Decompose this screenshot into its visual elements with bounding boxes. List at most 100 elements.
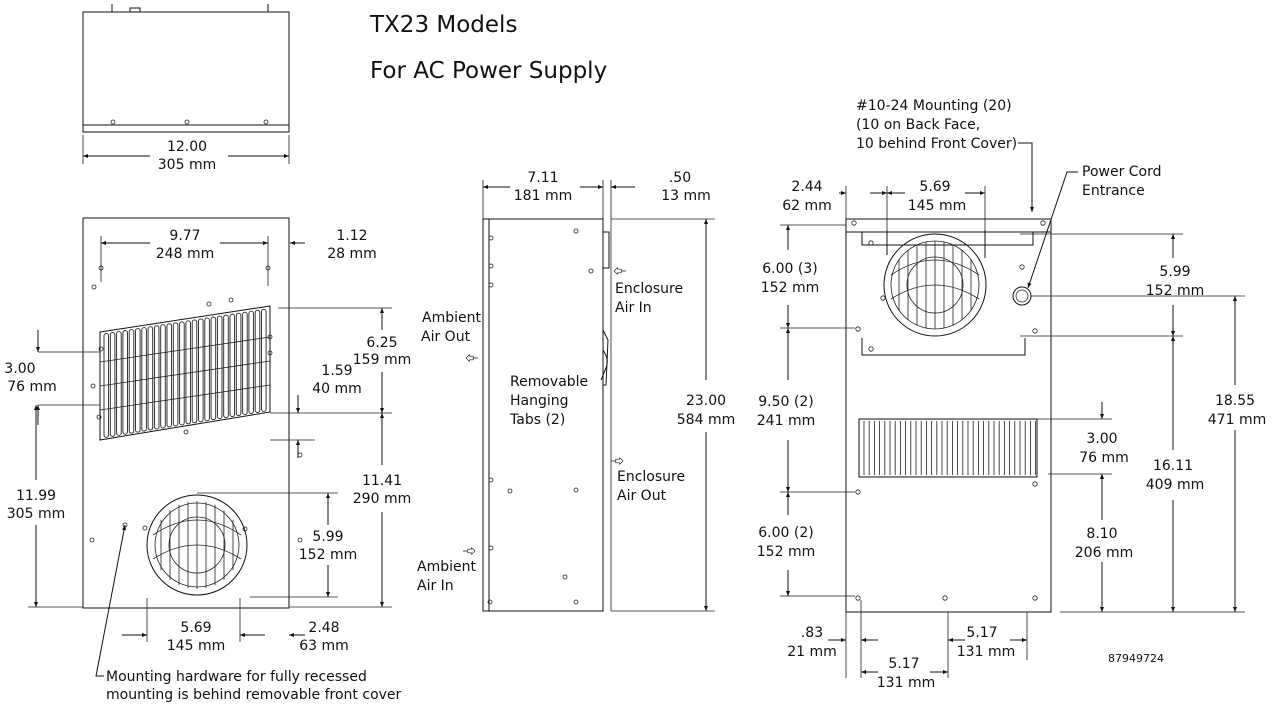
back-cord-1: Power Cord	[1082, 164, 1162, 180]
front-d4-in: 3.00	[4, 361, 35, 377]
front-d6-mm: 290 mm	[353, 491, 411, 507]
mounting-hole	[90, 383, 96, 389]
mounting-hole	[488, 545, 494, 551]
top-width-in: 12.00	[167, 139, 207, 155]
grille-slat	[242, 311, 248, 415]
side-enclosure-out-2: Air Out	[617, 488, 667, 504]
side-ambient-out-2: Air Out	[421, 329, 471, 345]
front-note-line1: Mounting hardware for fully recessed	[106, 669, 367, 685]
mounting-hole	[855, 326, 861, 332]
front-d6-in: 11.41	[362, 473, 402, 489]
side-view: 7.11 181 mm .50 13 mm 23.00 584 mm Ambie…	[417, 170, 735, 612]
back-d2-mm: 145 mm	[908, 198, 966, 214]
mounting-hole	[267, 350, 273, 356]
side-enclosure-in-1: Enclosure	[615, 281, 683, 297]
back-d4-in: 5.99	[1159, 264, 1190, 280]
back-d8-in: 16.11	[1153, 458, 1193, 474]
back-grille	[858, 418, 1038, 478]
back-d11-in: .83	[801, 625, 823, 641]
side-tabs-3: Tabs (2)	[509, 412, 565, 428]
mounting-hole	[573, 228, 579, 234]
mounting-hole	[562, 574, 568, 580]
side-d2-in: .50	[669, 170, 691, 186]
front-d5-mm: 40 mm	[312, 381, 362, 397]
front-view: 9.77 248 mm 1.12 28 mm 6.25 159 mm 3.00 …	[4, 217, 411, 703]
part-number: 87949724	[1108, 652, 1164, 665]
mounting-hole	[183, 429, 189, 435]
side-d2-mm: 13 mm	[661, 188, 711, 204]
mounting-hole	[228, 297, 234, 303]
mounting-hole	[855, 489, 861, 495]
back-d13-in: 5.17	[888, 656, 919, 672]
front-d7-in: 11.99	[16, 488, 56, 504]
side-enclosure-out-1: Enclosure	[617, 469, 685, 485]
mounting-hole	[507, 488, 513, 494]
grille-slat	[191, 319, 198, 424]
back-d3-in: 6.00 (3)	[762, 261, 817, 277]
mounting-hole	[242, 526, 248, 532]
mounting-hole	[488, 477, 494, 483]
mounting-hole	[488, 263, 494, 269]
grille-slat	[235, 312, 242, 417]
grille-slat	[254, 309, 261, 413]
back-view: #10-24 Mounting (20) (10 on Back Face, 1…	[757, 98, 1266, 691]
back-d10-in: 8.10	[1086, 526, 1117, 542]
mounting-hole	[1032, 481, 1038, 487]
mounting-hole	[851, 220, 857, 226]
side-ambient-in-1: Ambient	[417, 559, 476, 575]
grille-slat	[210, 316, 217, 421]
top-width-mm: 305 mm	[158, 157, 216, 173]
mounting-hole	[868, 346, 874, 352]
side-ambient-in-2: Air In	[417, 578, 454, 594]
front-d8-mm: 152 mm	[299, 547, 357, 563]
mounting-hole	[96, 414, 102, 420]
mounting-hole	[573, 599, 579, 605]
grille-slat	[198, 318, 204, 423]
mounting-hole	[588, 268, 594, 274]
front-grille	[99, 305, 271, 441]
grille-slat	[204, 317, 210, 422]
back-d5-in: 9.50 (2)	[758, 394, 813, 410]
grille-slat	[185, 320, 191, 425]
back-mount-1: #10-24 Mounting (20)	[856, 98, 1012, 114]
page-subtitle: For AC Power Supply	[370, 58, 607, 84]
mounting-hole	[91, 284, 97, 290]
side-enclosure-in-2: Air In	[615, 300, 652, 316]
mounting-hole	[1040, 220, 1046, 226]
side-d1-in: 7.11	[527, 170, 558, 186]
mounting-hole	[488, 235, 494, 241]
mounting-hole	[487, 599, 493, 605]
front-fan	[146, 494, 248, 596]
side-tabs-2: Hanging	[510, 393, 569, 409]
mounting-hole	[142, 525, 148, 531]
front-d9-in: 5.69	[180, 620, 211, 636]
front-d3-in: 6.25	[366, 335, 397, 351]
back-d9-mm: 152 mm	[757, 544, 815, 560]
back-d11-mm: 21 mm	[787, 644, 837, 660]
back-d2-in: 5.69	[919, 179, 950, 195]
mounting-hole	[267, 334, 273, 340]
back-d6-mm: 76 mm	[1079, 450, 1129, 466]
grille-slat	[248, 310, 254, 414]
front-d1-in: 9.77	[169, 228, 200, 244]
back-d3-mm: 152 mm	[761, 280, 819, 296]
grille-slat	[229, 313, 236, 418]
back-d12-in: 5.17	[966, 625, 997, 641]
page-title: TX23 Models	[369, 12, 517, 38]
mounting-hole	[206, 301, 212, 307]
side-d3-in: 23.00	[686, 393, 726, 409]
back-mount-3: 10 behind Front Cover)	[856, 136, 1017, 152]
grille-slat	[261, 308, 267, 412]
front-d10-in: 2.48	[308, 620, 339, 636]
back-d7-mm: 471 mm	[1208, 412, 1266, 428]
mounting-hole	[297, 452, 303, 458]
mounting-hole	[1032, 595, 1038, 601]
mounting-hole	[880, 295, 886, 301]
front-d5-in: 1.59	[321, 363, 352, 379]
back-d12-mm: 131 mm	[957, 644, 1015, 660]
back-mount-2: (10 on Back Face,	[856, 117, 980, 133]
back-d6-in: 3.00	[1086, 431, 1117, 447]
back-d13-mm: 131 mm	[877, 675, 935, 691]
back-d1-in: 2.44	[791, 179, 822, 195]
